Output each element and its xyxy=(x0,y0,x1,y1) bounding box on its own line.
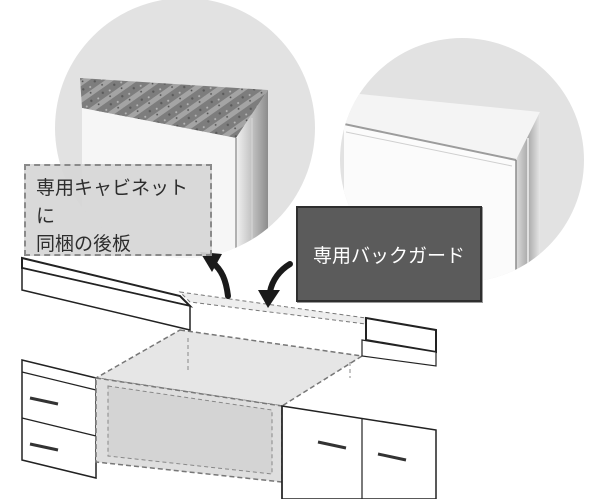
cabinet-top-opening xyxy=(93,329,365,407)
right-cabinet-handle-2 xyxy=(377,452,407,462)
left-counter-front xyxy=(21,267,191,331)
arrow-down-icon xyxy=(258,261,293,308)
left-cabinet-handle-2 xyxy=(29,442,59,452)
cabinet-back-panel-text: 専用キャビネットに 同梱の後板 xyxy=(36,177,189,255)
back-panel-strip xyxy=(178,291,367,325)
arrow-up-icon xyxy=(200,252,231,299)
right-cabinet-handle xyxy=(317,440,347,450)
back-guard-text: 専用バックガード xyxy=(312,244,465,267)
cabinet-back-panel-label: 専用キャビネットに 同梱の後板 xyxy=(24,164,212,256)
right-cabinet-body xyxy=(281,405,437,499)
back-guard-label: 専用バックガード xyxy=(296,206,482,302)
granite-countertop xyxy=(80,78,268,138)
left-cabinet-handle xyxy=(29,396,59,406)
kitchen-cabinet-illustration xyxy=(21,256,437,499)
left-cabinet-body xyxy=(21,359,97,479)
